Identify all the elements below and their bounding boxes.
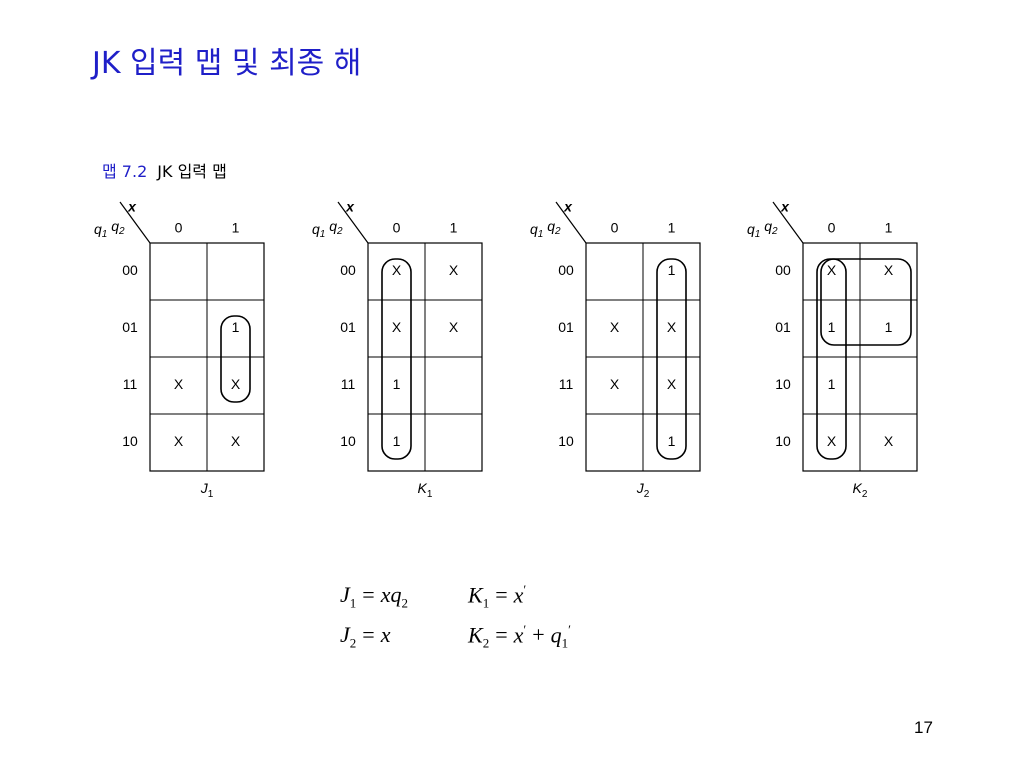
kmap-row-label: 01: [122, 319, 138, 335]
kmap-row-label: 11: [559, 376, 574, 392]
kmap-cell: X: [231, 433, 241, 449]
kmap-diagonal: [337, 201, 369, 244]
kmap-row-label: 10: [558, 433, 574, 449]
kmap-name: J2: [636, 480, 650, 500]
kmap-cell: X: [449, 319, 459, 335]
kmap-col-label: 1: [668, 220, 676, 236]
kmap-group-loop: [220, 315, 251, 403]
kmap-cell: X: [231, 376, 241, 392]
page-number: 17: [914, 718, 933, 737]
kmap-group-loop: [820, 258, 912, 346]
kmap-col-label: 0: [828, 220, 836, 236]
kmap-diagonal: [555, 201, 587, 244]
kmap-col-label: 1: [450, 220, 458, 236]
kmap-row-label: 10: [340, 433, 356, 449]
kmap-row-var: q1 q2: [312, 218, 343, 240]
kmap-cell: X: [667, 319, 677, 335]
kmap-cell: 1: [668, 433, 676, 449]
kmap-cell: X: [884, 262, 894, 278]
kmap-cell: X: [827, 433, 837, 449]
kmap-row-var: q1 q2: [747, 218, 778, 240]
kmap-row-label: 01: [558, 319, 574, 335]
kmap-cell: X: [392, 262, 402, 278]
kmap-cell: X: [610, 319, 620, 335]
kmap-col-label: 0: [393, 220, 401, 236]
slide-title: JK 입력 맵 및 최종 해: [92, 46, 362, 81]
kmap-cell: 1: [393, 433, 401, 449]
kmap-cell: X: [667, 376, 677, 392]
kmap-col-label: 1: [232, 220, 240, 236]
equation-j1: J1=xq2: [340, 582, 408, 611]
kmap-diagonal: [772, 201, 804, 244]
kmap-cell: X: [884, 433, 894, 449]
kmap-row-label: 10: [775, 376, 791, 392]
kmap-row-label: 10: [122, 433, 138, 449]
kmap-cell: X: [174, 433, 184, 449]
kmap-col-var: x: [345, 199, 355, 215]
kmap-cell: 1: [828, 376, 836, 392]
kmap-col-label: 1: [885, 220, 893, 236]
equation-k2: K2=x′+q1′: [468, 622, 571, 651]
kmap-name: J1: [200, 480, 214, 500]
map-caption: 맵 7.2 JK 입력 맵: [102, 158, 227, 182]
kmap-row-label: 11: [123, 376, 138, 392]
kmap-cell: X: [392, 319, 402, 335]
kmap-row-label: 00: [558, 262, 574, 278]
equation-j2: J2=x: [340, 622, 391, 651]
kmap-row-label: 01: [340, 319, 356, 335]
kmap-diagonal: [119, 201, 151, 244]
equation-k1: K1=x′: [468, 582, 527, 611]
kmap-col-var: x: [563, 199, 573, 215]
kmap-row-label: 01: [775, 319, 791, 335]
kmap-row-label: 00: [122, 262, 138, 278]
kmap-row-label: 00: [340, 262, 356, 278]
kmap-name: K1: [418, 480, 433, 500]
kmap-row-var: q1 q2: [94, 218, 125, 240]
kmap-row-var: q1 q2: [530, 218, 561, 240]
kmap-col-label: 0: [611, 220, 619, 236]
kmap-col-var: x: [780, 199, 790, 215]
kmap-cell: 1: [828, 319, 836, 335]
kmap-group-loop: [656, 258, 687, 460]
kmap-cell: 1: [668, 262, 676, 278]
kmap-col-var: x: [127, 199, 137, 215]
kmap-cell: 1: [393, 376, 401, 392]
kmap-name: K2: [853, 480, 868, 500]
kmap-cell: 1: [232, 319, 240, 335]
caption-text: JK 입력 맵: [157, 162, 227, 181]
kmap-cell: X: [827, 262, 837, 278]
kmap-row-label: 11: [341, 376, 356, 392]
caption-number: 맵 7.2: [102, 162, 148, 181]
kmap-cell: X: [174, 376, 184, 392]
kmap-row-label: 00: [775, 262, 791, 278]
kmap-cell: X: [610, 376, 620, 392]
kmap-cell: 1: [885, 319, 893, 335]
kmap-col-label: 0: [175, 220, 183, 236]
kmap-cell: X: [449, 262, 459, 278]
kmap-row-label: 10: [775, 433, 791, 449]
kmap-group-loop: [381, 258, 412, 460]
